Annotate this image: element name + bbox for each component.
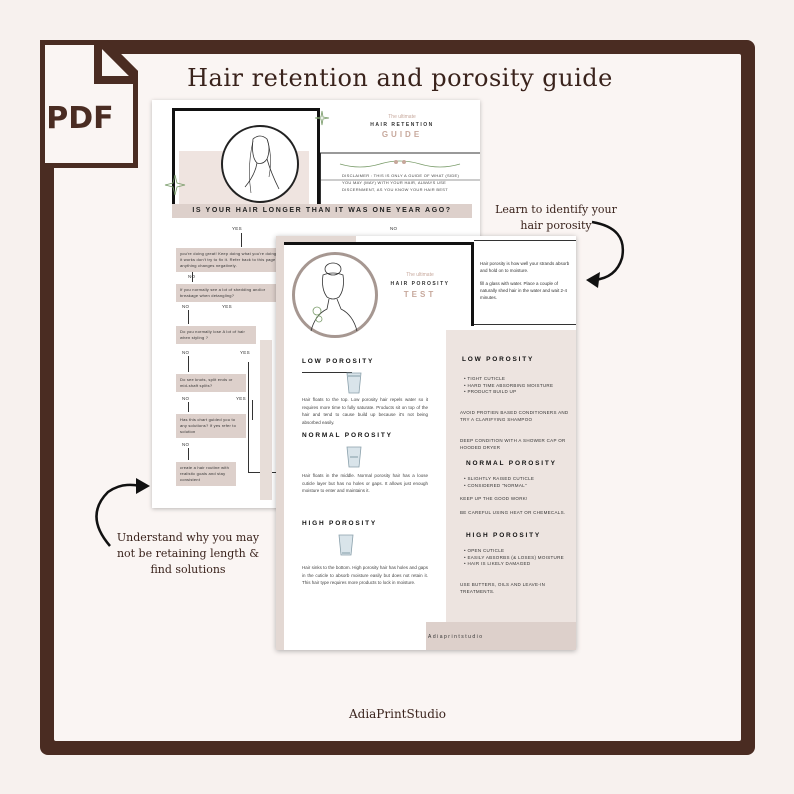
high-porosity-text: Hair sinks to the bottom. High porosity …	[302, 565, 428, 585]
list-item: SLIGHTLY RAISED CUTICLE	[464, 476, 534, 483]
summary-normal-tip-2: BE CAREFUL USING HEAT OR CHEMECALS.	[460, 510, 566, 515]
list-item: HAIR IS LIKELY DAMAGED	[464, 561, 564, 568]
summary-normal-title: NORMAL POROSITY	[466, 460, 557, 467]
curved-arrow-icon	[95, 478, 150, 547]
list-item: OPEN CUTICLE	[464, 548, 564, 555]
pdf-badge-label: PDF	[46, 101, 113, 136]
box-shedding: If you normally see a lot of shedding an…	[176, 284, 280, 302]
list-item: TIGHT CUTICLE	[464, 376, 553, 383]
box-knots: Do see knots, split ends or mid-shaft sp…	[176, 374, 246, 392]
guide-header-lines	[320, 152, 480, 212]
list-item: CONSIDERED "NORMAL"	[464, 483, 534, 490]
porosity-summary-panel: LOW POROSITY TIGHT CUTICLE HARD TIME ABS…	[446, 330, 576, 624]
portrait-illustration	[292, 252, 378, 338]
summary-normal-tip-1: KEEP UP THE GOOD WORK!	[460, 496, 528, 501]
pdf-file-icon: PDF	[40, 40, 138, 168]
answer-no: NO	[188, 274, 196, 279]
summary-high-list: OPEN CUTICLE EASILY ABSORBS (& LOSES) MO…	[464, 548, 564, 568]
box-routine: create a hair routine with realistic goa…	[176, 462, 236, 486]
answer-yes: YES	[236, 396, 246, 401]
answer-yes: YES	[232, 226, 242, 231]
summary-low-tip-1: AVOID PROTIEN BASED CONDITIONERS AND TRY…	[460, 410, 569, 422]
test-brand: Adiaprintstudio	[428, 634, 484, 640]
answer-no: NO	[182, 304, 190, 309]
test-ultimate-label: The ultimate	[406, 272, 434, 278]
summary-high-tip: USE BUTTERS, OILS AND LEAVE-IN TREATMENT…	[460, 582, 546, 594]
test-intro: Hair porosity is how well your strands a…	[474, 236, 576, 328]
summary-normal-list: SLIGHTLY RAISED CUTICLE CONSIDERED "NORM…	[464, 476, 534, 489]
guide-question: IS YOUR HAIR LONGER THAN IT WAS ONE YEAR…	[172, 204, 472, 218]
low-porosity-text: Hair floats to the top. Low porosity hai…	[302, 397, 428, 425]
curved-arrow-icon	[586, 220, 625, 288]
callout-porosity: Learn to identify your hair porosity	[495, 203, 617, 232]
summary-low-title: LOW POROSITY	[462, 356, 535, 363]
portrait-illustration	[221, 125, 299, 203]
summary-high-title: HIGH POROSITY	[466, 532, 542, 539]
list-item: PRODUCT BUILD UP	[464, 389, 553, 396]
test-heading: HAIR POROSITY	[390, 281, 450, 287]
summary-low-list: TIGHT CUTICLE HARD TIME ABSORBING MOISTU…	[464, 376, 553, 396]
test-intro-definition: Hair porosity is how well your strands a…	[480, 261, 570, 273]
sparkle-icon	[314, 110, 330, 126]
answer-yes: YES	[240, 350, 250, 355]
box-chart: Has this chart guided you to any solutio…	[176, 414, 246, 438]
answer-no: NO	[182, 350, 190, 355]
normal-porosity-text: Hair floats in the middle. Normal porosi…	[302, 473, 428, 493]
answer-no: NO	[182, 442, 190, 447]
list-item: EASILY ABSORBS (& LOSES) MOISTURE	[464, 555, 564, 562]
guide-ultimate-label: The ultimate	[388, 114, 416, 120]
normal-porosity-title: NORMAL POROSITY	[302, 432, 393, 439]
brand-footer: AdiaPrintStudio	[348, 707, 447, 721]
box-doing-great: you're doing great! Keep doing what you'…	[176, 248, 288, 272]
glass-high-icon	[338, 534, 354, 556]
callout-retention: Understand why you may not be retaining …	[116, 531, 260, 576]
answer-no: NO	[390, 226, 398, 231]
test-subheading: TEST	[403, 290, 437, 299]
test-footer-bar	[426, 622, 576, 650]
answer-yes: YES	[222, 304, 232, 309]
glass-normal-icon	[346, 446, 362, 468]
list-item: HARD TIME ABSORBING MOISTURE	[464, 383, 553, 390]
page-title: Hair retention and porosity guide	[187, 64, 613, 92]
guide-heading: HAIR RETENTION	[370, 122, 434, 128]
sparkle-icon	[164, 174, 186, 196]
porosity-test-page: The ultimate HAIR POROSITY TEST Hair por…	[276, 236, 576, 650]
answer-no: NO	[182, 396, 190, 401]
test-intro-instructions: fill a glass with water. Place a couple …	[480, 281, 568, 300]
box-lose-lot: Do you normally lose A lot of hair when …	[176, 326, 256, 344]
low-porosity-title: LOW POROSITY	[302, 358, 375, 365]
summary-low-tip-2: DEEP CONDITION WITH A SHOWER CAP OR HOOD…	[460, 438, 566, 450]
portrait-frame	[172, 108, 320, 211]
glass-low-icon	[346, 372, 362, 394]
guide-disclaimer: DISCLAIMER : THIS IS ONLY A GUIDE OF WHA…	[342, 173, 460, 192]
high-porosity-title: HIGH POROSITY	[302, 520, 378, 527]
guide-subheading: GUIDE	[381, 130, 423, 139]
